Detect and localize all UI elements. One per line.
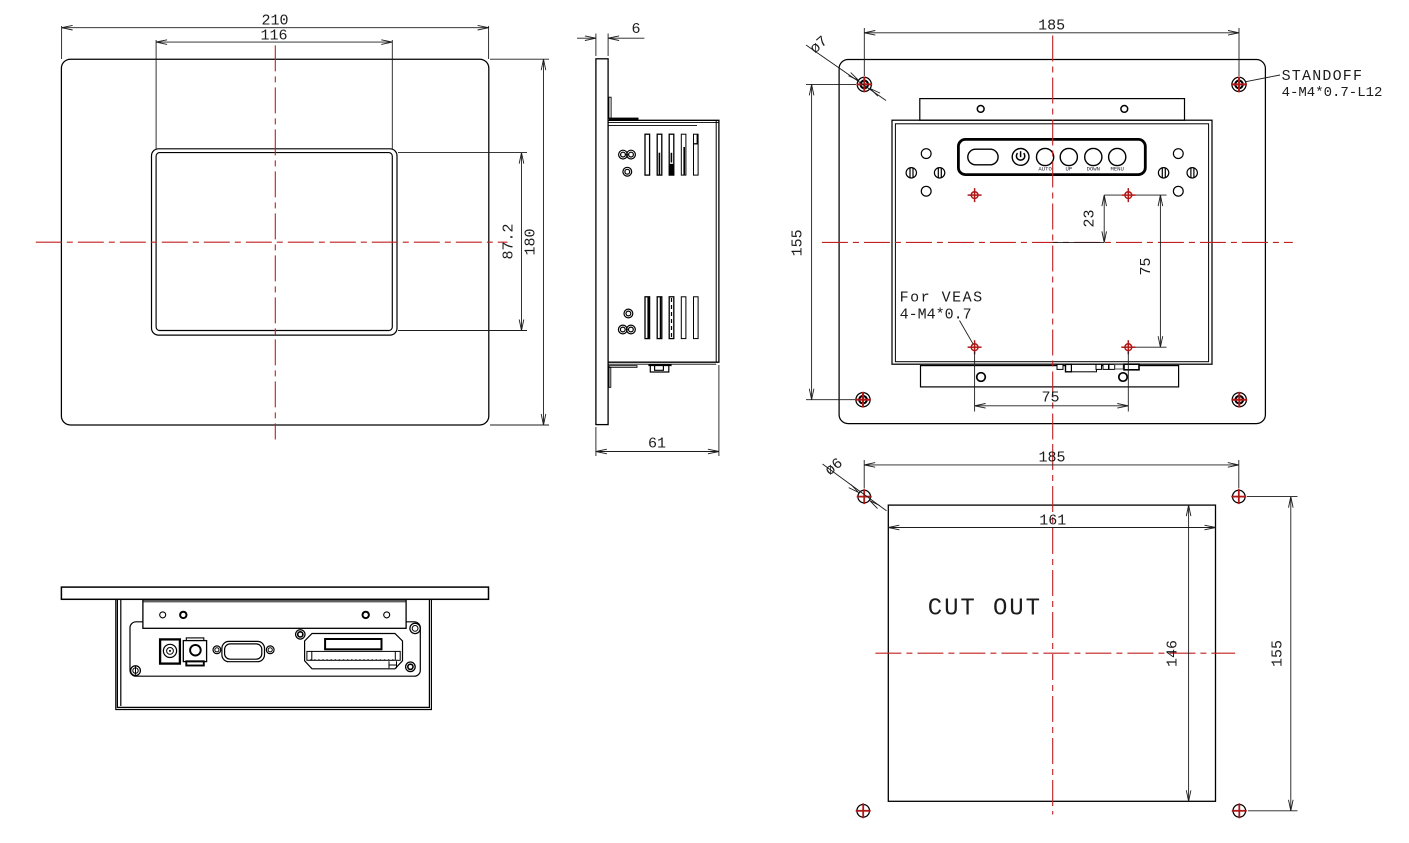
svg-text:4-M4*0.7-L12: 4-M4*0.7-L12 bbox=[1282, 85, 1383, 101]
svg-text:146: 146 bbox=[1165, 640, 1182, 667]
svg-text:6: 6 bbox=[631, 21, 640, 38]
svg-text:180: 180 bbox=[523, 228, 540, 255]
svg-text:161: 161 bbox=[1039, 512, 1066, 529]
svg-text:75: 75 bbox=[1041, 390, 1059, 407]
svg-text:185: 185 bbox=[1038, 18, 1065, 35]
svg-text:116: 116 bbox=[260, 28, 287, 45]
svg-text:CUT OUT: CUT OUT bbox=[928, 596, 1042, 623]
svg-text:UP: UP bbox=[1065, 166, 1072, 173]
svg-text:DOWN: DOWN bbox=[1087, 166, 1100, 173]
svg-text:61: 61 bbox=[648, 436, 666, 453]
svg-text:155: 155 bbox=[1270, 640, 1287, 667]
svg-text:210: 210 bbox=[261, 13, 288, 30]
svg-text:4-M4*0.7: 4-M4*0.7 bbox=[900, 307, 972, 324]
svg-text:87.2: 87.2 bbox=[501, 223, 518, 259]
svg-text:STANDOFF: STANDOFF bbox=[1282, 68, 1364, 85]
svg-text:185: 185 bbox=[1038, 450, 1065, 467]
svg-text:75: 75 bbox=[1138, 257, 1155, 275]
svg-text:AUTO: AUTO bbox=[1038, 166, 1052, 173]
svg-text:155: 155 bbox=[790, 229, 807, 256]
svg-text:23: 23 bbox=[1082, 209, 1099, 227]
svg-text:MENU: MENU bbox=[1110, 166, 1123, 173]
svg-text:For VEAS: For VEAS bbox=[900, 290, 984, 307]
